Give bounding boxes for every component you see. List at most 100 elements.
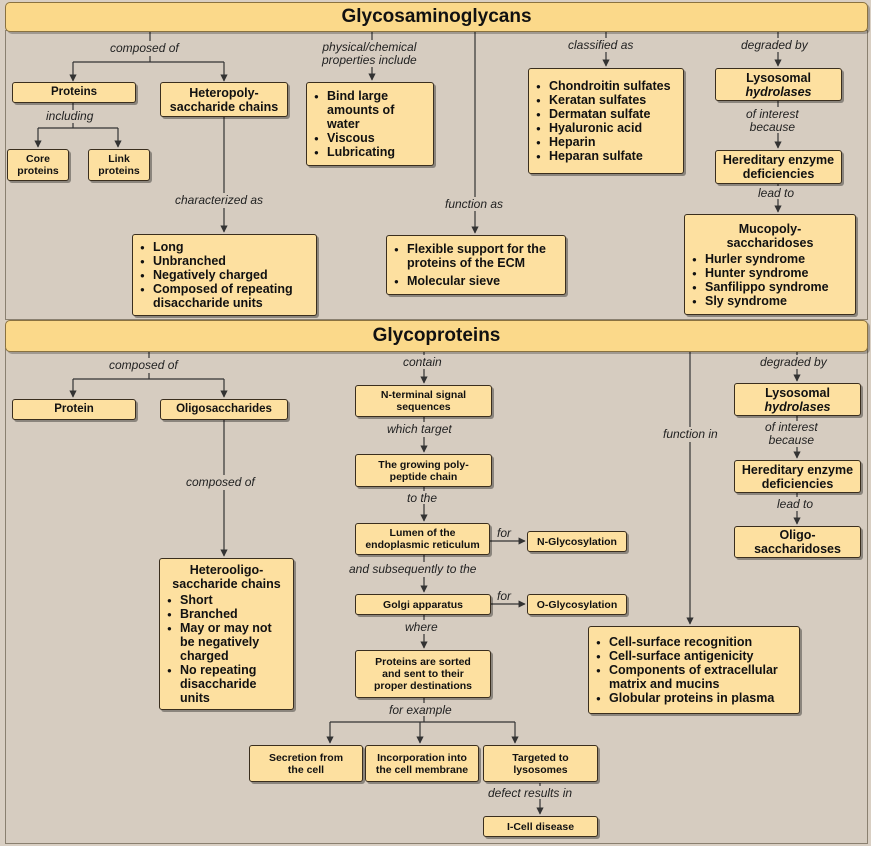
- gag-proteins-text: Proteins: [50, 86, 97, 98]
- nterm-node: N-terminal signal sequences: [355, 385, 492, 417]
- gag-proteins-node: Proteins: [12, 82, 136, 103]
- gag-char-item: Unbranched: [140, 254, 310, 269]
- which-target-label: which target: [387, 422, 452, 436]
- gp-oligosaccharides-text: Oligosaccharides: [176, 403, 272, 415]
- incorporation-line1: Incorporation into: [377, 751, 467, 764]
- gag-prop-item: Viscous: [314, 131, 407, 146]
- gp-composed-of2-label: composed of: [186, 475, 255, 489]
- gag-hydrolases-line2: hydrolases: [745, 84, 812, 99]
- gag-classes-box: Chondroitin sulfates Keratan sulfates De…: [528, 68, 684, 174]
- for1-label: for: [497, 526, 512, 540]
- hetero-box: Heterooligo- saccharide chains Short Bra…: [159, 558, 294, 710]
- gag-function-item: Molecular sieve: [394, 274, 559, 289]
- gp-functions-list: Cell-surface recognition Cell-surface an…: [595, 635, 793, 706]
- gag-lysosomal-line1: Lysosomal: [746, 70, 811, 85]
- link-proteins-line1: Link: [108, 153, 130, 165]
- targeted-line2: lysosomes: [513, 763, 568, 776]
- sorted-line1: Proteins are sorted: [375, 656, 471, 668]
- hetero-item: Branched: [167, 607, 287, 622]
- gag-of-interest-line2: because: [749, 120, 796, 134]
- mps-list: Hurler syndrome Hunter syndrome Sanfilip…: [691, 252, 829, 309]
- gp-lysosomal-node: Lysosomal hydrolases: [734, 383, 861, 416]
- incorporation-node: Incorporation into the cell membrane: [365, 745, 479, 782]
- mps-title-line1: Mucopoly-: [738, 221, 802, 236]
- hetero-title-line1: Heterooligo-: [189, 563, 264, 577]
- golgi-text: Golgi apparatus: [383, 598, 463, 611]
- lumen-line2: endoplasmic reticulum: [365, 539, 480, 551]
- function-in-label: function in: [663, 427, 718, 441]
- nglyco-text: N-Glycosylation: [537, 535, 617, 548]
- core-proteins-line1: Core: [26, 153, 50, 165]
- defect-label: defect results in: [488, 786, 573, 800]
- gp-protein-text: Protein: [54, 403, 94, 415]
- gp-function-item: Cell-surface recognition: [596, 635, 793, 650]
- gag-hereditary-node: Hereditary enzyme deficiencies: [715, 150, 842, 184]
- mps-item: Hunter syndrome: [692, 266, 829, 281]
- gag-lysosomal-node: Lysosomal hydrolases: [715, 68, 842, 101]
- gp-of-interest-line2: because: [768, 433, 815, 447]
- physchem-line1: physical/chemical: [322, 40, 417, 54]
- gp-header: Glycoproteins: [5, 320, 868, 352]
- lumen-line1: Lumen of the: [389, 527, 456, 539]
- lumen-node: Lumen of the endoplasmic reticulum: [355, 523, 490, 555]
- link-proteins-node: Link proteins: [88, 149, 150, 181]
- nterm-line2: sequences: [396, 401, 451, 413]
- gp-of-interest-label: of interest because: [765, 421, 818, 447]
- gp-hereditary-line2: deficiencies: [761, 476, 834, 491]
- gag-class-item: Dermatan sulfate: [536, 107, 671, 122]
- gag-functions-box: Flexible support for the proteins of the…: [386, 235, 566, 295]
- gag-lead-to-label: lead to: [758, 186, 795, 200]
- gag-hereditary-line1: Hereditary enzyme: [722, 153, 835, 167]
- gp-of-interest-line1: of interest: [765, 420, 818, 434]
- hetero-item: Short: [167, 593, 287, 608]
- core-proteins-node: Core proteins: [7, 149, 69, 181]
- gag-class-item: Keratan sulfates: [536, 93, 671, 108]
- gp-function-item: Components of extracellular matrix and m…: [596, 663, 793, 691]
- mps-item: Sanfilippo syndrome: [692, 280, 829, 295]
- secretion-node: Secretion from the cell: [249, 745, 363, 782]
- heteropoly-line2: saccharide chains: [169, 99, 279, 114]
- mps-title: Mucopoly- saccharidoses: [727, 222, 814, 250]
- physchem-label: physical/chemical properties include: [322, 41, 417, 67]
- oligosaccharidoses-node: Oligo- saccharidoses: [734, 526, 861, 558]
- gp-lead-to-label: lead to: [777, 497, 814, 511]
- characterized-as-label: characterized as: [175, 193, 264, 207]
- gag-composed-of-label: composed of: [110, 41, 179, 55]
- mps-title-line2: saccharidoses: [726, 235, 814, 250]
- oglyco-node: O-Glycosylation: [527, 594, 627, 615]
- gag-class-item: Heparan sulfate: [536, 149, 671, 164]
- gag-function-item: Flexible support for the proteins of the…: [394, 242, 559, 270]
- for-example-label: for example: [389, 703, 452, 717]
- gag-properties-box: Bind large amounts of water Viscous Lubr…: [306, 82, 434, 166]
- gag-degraded-by-label: degraded by: [741, 38, 808, 52]
- gag-characteristics-list: Long Unbranched Negatively charged Compo…: [139, 240, 310, 310]
- subsequently-label: and subsequently to the: [349, 562, 477, 576]
- oglyco-text: O-Glycosylation: [536, 598, 618, 611]
- heteropoly-node: Heteropoly- saccharide chains: [160, 82, 288, 117]
- contain-label: contain: [403, 355, 442, 369]
- hetero-title-line2: saccharide chains: [172, 577, 281, 591]
- mps-item: Hurler syndrome: [692, 252, 829, 267]
- sorted-node: Proteins are sorted and sent to their pr…: [355, 650, 491, 698]
- growing-node: The growing poly- peptide chain: [355, 454, 492, 487]
- secretion-line1: Secretion from: [268, 751, 344, 764]
- gag-char-item: Negatively charged: [140, 268, 310, 283]
- golgi-node: Golgi apparatus: [355, 594, 491, 615]
- mps-box: Mucopoly- saccharidoses Hurler syndrome …: [684, 214, 856, 315]
- to-the-label: to the: [407, 491, 438, 505]
- gp-hereditary-node: Hereditary enzyme deficiencies: [734, 460, 861, 493]
- gag-prop-item: Lubricating: [314, 145, 407, 160]
- gag-properties-list: Bind large amounts of water Viscous Lubr…: [313, 89, 407, 160]
- targeted-node: Targeted to lysosomes: [483, 745, 598, 782]
- gag-char-item: Long: [140, 240, 310, 255]
- gp-composed-of-label: composed of: [109, 358, 178, 372]
- gag-characteristics-box: Long Unbranched Negatively charged Compo…: [132, 234, 317, 316]
- gp-protein-node: Protein: [12, 399, 136, 420]
- classified-as-label: classified as: [568, 38, 634, 52]
- heteropoly-line1: Heteropoly-: [189, 85, 259, 100]
- function-as-label: function as: [445, 197, 504, 211]
- hetero-title: Heterooligo- saccharide chains: [172, 563, 280, 591]
- hetero-list: Short Branched May or may not be negativ…: [166, 593, 287, 705]
